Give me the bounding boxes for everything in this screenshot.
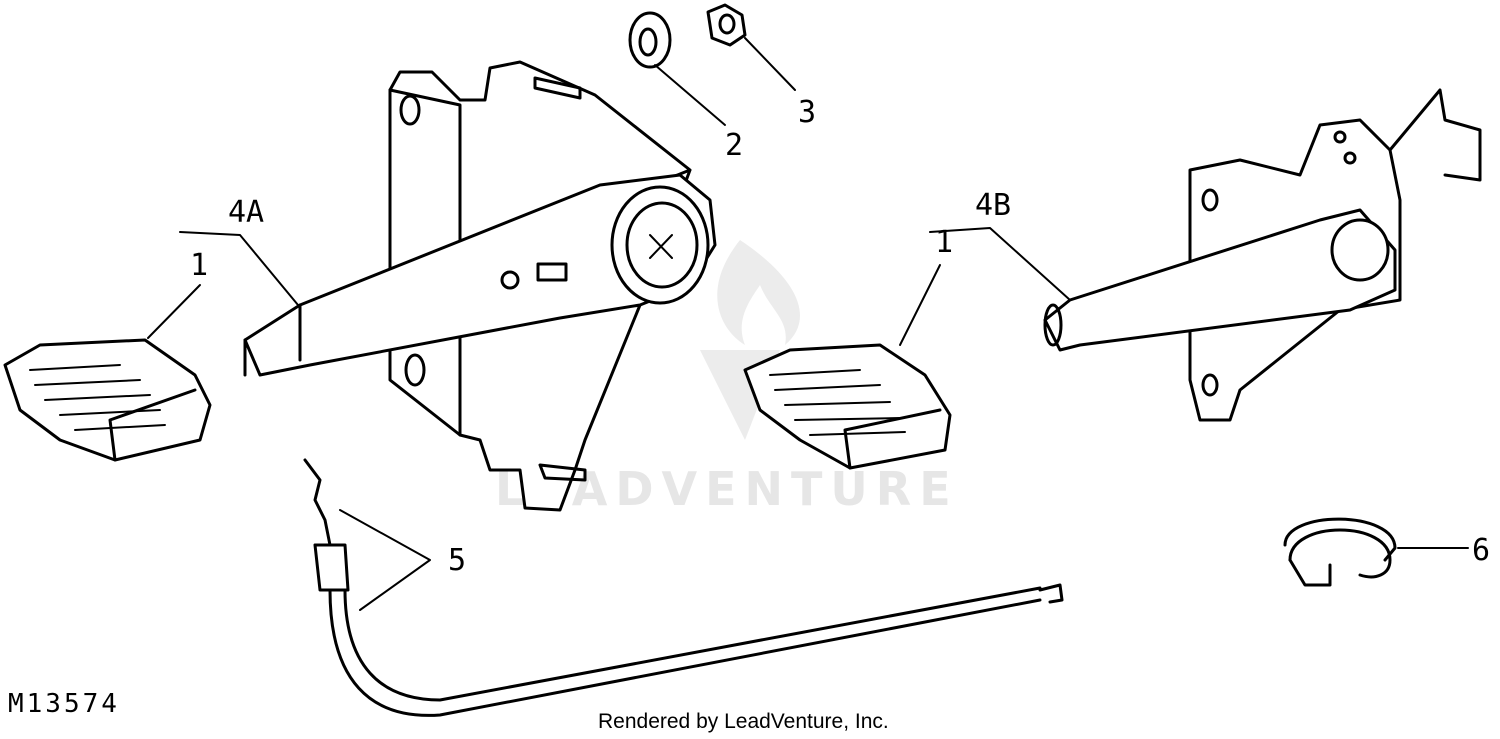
callout-4a: 4A: [228, 195, 264, 230]
pedal-assembly-4a: [243, 60, 717, 512]
callout-5: 5: [448, 543, 466, 578]
callout-6: 6: [1472, 533, 1490, 568]
pedal-right: [743, 343, 952, 470]
callout-1-left: 1: [190, 248, 208, 283]
pedal-left: [3, 338, 212, 462]
pedal-assembly-4b: [1043, 88, 1482, 422]
nut: [706, 3, 747, 47]
leader-lines: [147, 37, 1469, 611]
callout-1-right: 1: [935, 225, 953, 260]
callout-3: 3: [798, 95, 816, 130]
callout-2: 2: [725, 128, 743, 163]
cable: [303, 458, 1064, 717]
callout-4b: 4B: [975, 188, 1011, 223]
credit-text: Rendered by LeadVenture, Inc.: [598, 710, 889, 733]
washer: [628, 11, 672, 69]
clip: [1283, 517, 1397, 587]
figure-number: M13574: [8, 689, 120, 719]
